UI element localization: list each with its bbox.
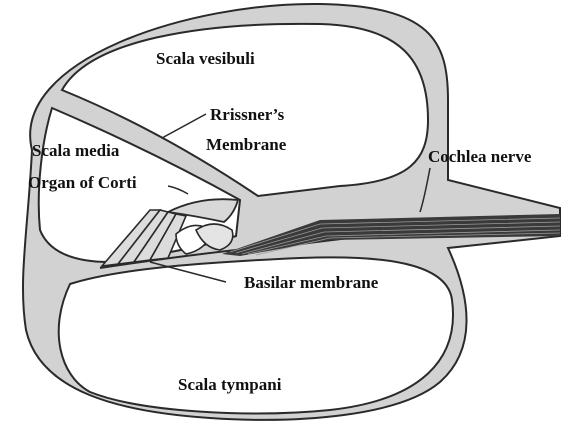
scala-media-label: Scala media xyxy=(32,141,120,160)
reissners-membrane-label-line1: Rrissner’s xyxy=(210,105,285,124)
organ-of-corti-label: Organ of Corti xyxy=(28,173,137,192)
reissners-membrane-label-line2: Membrane xyxy=(206,135,287,154)
basilar-membrane-label: Basilar membrane xyxy=(244,273,379,292)
scala-tympani-label: Scala tympani xyxy=(178,375,282,394)
cochlea-nerve-label: Cochlea nerve xyxy=(428,147,532,166)
scala-vestibuli-label: Scala vesibuli xyxy=(156,49,255,68)
